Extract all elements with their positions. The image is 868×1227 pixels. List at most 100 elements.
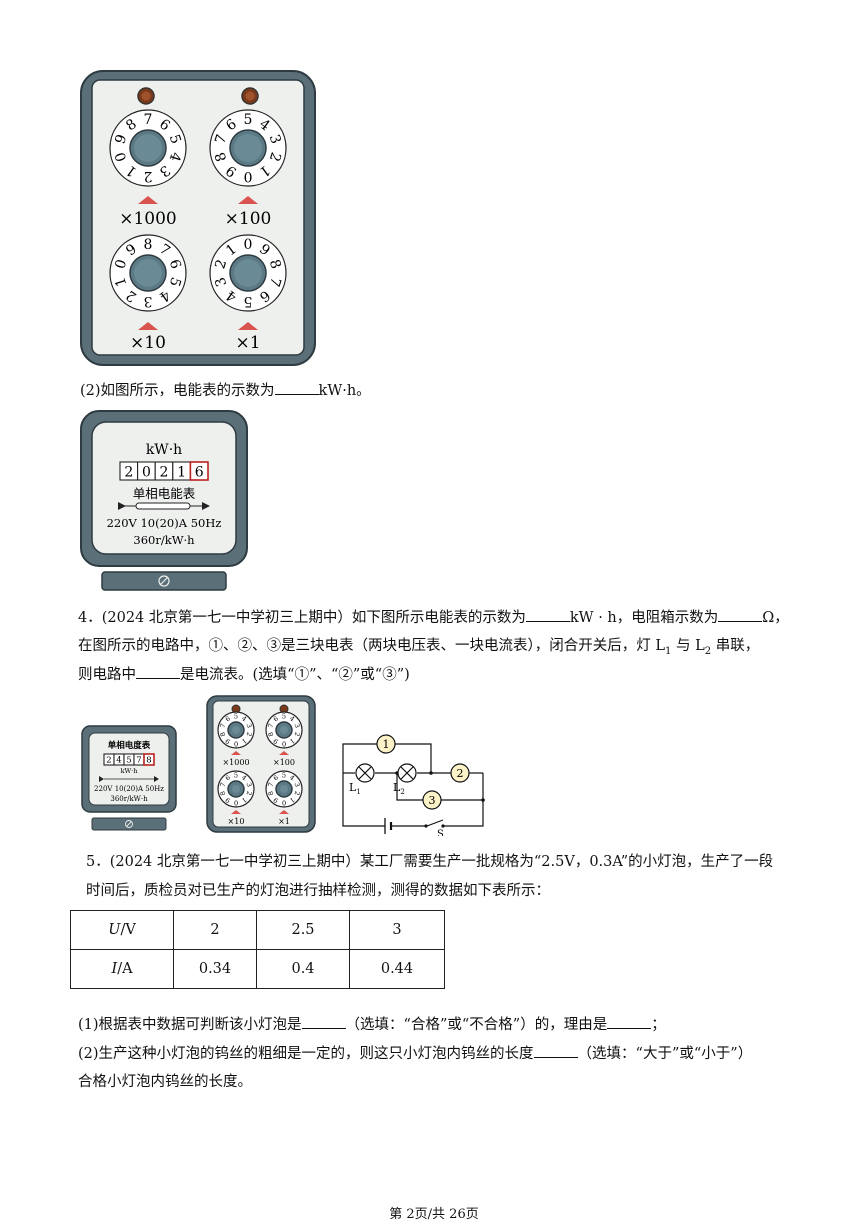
dial-digit: 7 (267, 782, 276, 788)
dial-digit: 0 (244, 237, 253, 253)
dial-digit: 9 (272, 796, 280, 805)
multiplier-label: ×100 (225, 209, 272, 229)
meter-digit: 8 (146, 755, 151, 765)
lamp-l2-label: L2 (393, 781, 405, 796)
answer-blank[interactable] (136, 664, 180, 679)
dial-digit: 4 (240, 714, 248, 723)
dial-digit: 4 (240, 773, 248, 782)
answer-blank[interactable] (718, 607, 763, 622)
meter-digit: 4 (116, 755, 121, 765)
question-5-line-2: 时间后，质检员对已生产的灯泡进行抽样检测，测得的数据如下表所示： (86, 883, 550, 899)
table-cell: 3 (349, 910, 445, 950)
answer-blank[interactable] (607, 1014, 652, 1029)
meter-3-icon (422, 790, 442, 810)
table-cell: 0.44 (349, 949, 445, 989)
dial-digit: 9 (272, 737, 280, 746)
meter-digit: 2 (124, 465, 133, 481)
dial-digit: 0 (234, 799, 238, 807)
question-4-line-3: 则电路中是电流表。(选填“①”、“②”或“③”) (78, 664, 410, 685)
meter-digit: 7 (136, 755, 141, 765)
dial-digit: 7 (144, 112, 153, 128)
answer-blank[interactable] (301, 1014, 346, 1029)
multiplier-label: ×1000 (119, 209, 177, 229)
dial-digit: 2 (245, 731, 254, 737)
meter-2-icon (450, 763, 470, 783)
dial-digit: 2 (293, 731, 302, 737)
dial-digit: 8 (267, 731, 276, 737)
meter-digit: 2 (106, 755, 111, 765)
meter-spec: 220V 10(20)A 50Hz (94, 785, 164, 793)
dial-digit: 8 (219, 731, 228, 737)
dial-digit: 0 (282, 799, 286, 807)
dial-digit: 4 (288, 773, 296, 782)
meter-name: 单相电能表 (133, 486, 196, 501)
dial-digit: 7 (219, 782, 228, 788)
multiplier-label: ×10 (130, 333, 166, 353)
measurement-table: U/V 2 2.5 3 I/A 0.34 0.4 0.44 (70, 910, 445, 989)
dial-digit: 6 (224, 714, 232, 723)
dial-digit: 7 (219, 723, 228, 729)
meter-digit: 2 (160, 465, 169, 481)
dial-digit: 2 (293, 790, 302, 796)
meter-name: 单相电度表 (108, 740, 151, 751)
table-cell: 2.5 (256, 910, 350, 950)
dial-digit: 1 (288, 737, 296, 746)
dial-digit: 6 (224, 773, 232, 782)
dial-digit: 0 (244, 168, 253, 184)
dial-digit: 5 (282, 771, 286, 779)
meter-unit: kW·h (121, 767, 138, 775)
dial-digit: 5 (244, 112, 253, 128)
multiplier-label: ×100 (273, 758, 295, 767)
switch-label: S (437, 829, 444, 836)
dial-digit: 5 (234, 712, 238, 720)
dial-digit: 6 (272, 773, 280, 782)
dial-digit: 2 (144, 168, 153, 184)
dial-digit: 8 (219, 790, 228, 796)
dial-digit: 8 (144, 237, 153, 253)
answer-blank[interactable] (533, 1043, 578, 1058)
meter-digit: 1 (177, 465, 186, 481)
table-cell: 2 (173, 910, 257, 950)
dial-digit: 7 (267, 723, 276, 729)
meter-rate: 360r/kW·h (110, 795, 148, 803)
answer-blank[interactable] (525, 607, 570, 622)
page-number: 第 2页/共 26页 (389, 1207, 479, 1222)
meter-2-label: 2 (457, 767, 464, 780)
dial-digit: 3 (245, 723, 254, 729)
dial-digit: 3 (245, 782, 254, 788)
multiplier-label: ×1 (235, 333, 260, 353)
dial-digit: 9 (224, 796, 232, 805)
meter-digit: 0 (142, 465, 151, 481)
table-row: I/A 0.34 0.4 0.44 (70, 949, 445, 989)
meter-rate: 360r/kW·h (133, 533, 195, 547)
multiplier-label: ×1 (278, 817, 290, 826)
question-4-line-2: 在图所示的电路中，①、②、③是三块电表（两块电压表、一块电流表），闭合开关后，灯… (78, 638, 760, 657)
dial-digit: 1 (240, 737, 248, 746)
dial-digit: 2 (245, 790, 254, 796)
table-row: U/V 2 2.5 3 (70, 910, 445, 950)
meter-digit: 6 (195, 465, 204, 481)
dial-digit: 0 (234, 740, 238, 748)
table-cell: 0.4 (256, 949, 350, 989)
question-5-part-2: (2)生产这种小灯泡的钨丝的粗细是一定的，则这只小灯泡内钨丝的长度（选填：“大于… (78, 1043, 752, 1064)
answer-blank[interactable] (274, 380, 319, 395)
dial-digit: 5 (282, 712, 286, 720)
dial-digit: 8 (267, 790, 276, 796)
dial-digit: 0 (282, 740, 286, 748)
question-5-part-1: (1)根据表中数据可判断该小灯泡是（选填：“合格”或“不合格”）的，理由是； (78, 1014, 666, 1035)
dial-digit: 9 (224, 737, 232, 746)
meter-unit: kW·h (146, 442, 182, 458)
dial-digit: 6 (272, 714, 280, 723)
lamp-l1-label: L1 (349, 781, 361, 796)
dial-digit: 3 (293, 782, 302, 788)
lamp-l1 (355, 763, 375, 783)
lamp-l2 (397, 763, 417, 783)
multiplier-label: ×1000 (222, 758, 249, 767)
